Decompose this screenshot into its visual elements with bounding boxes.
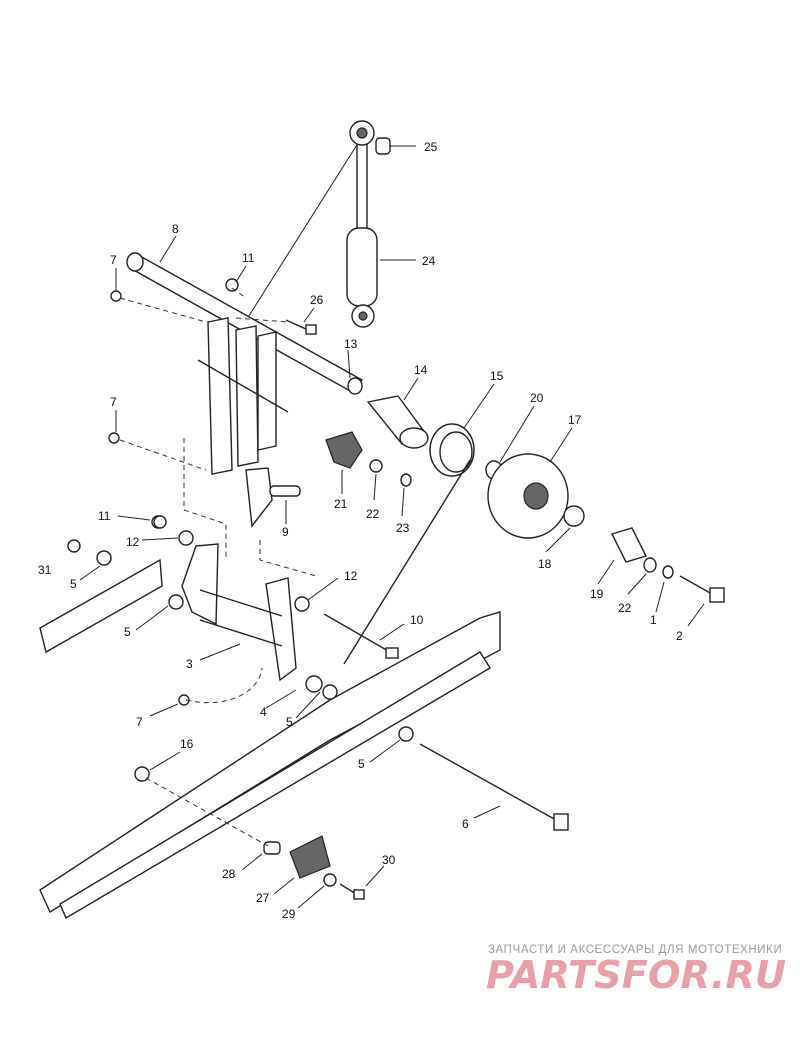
- bolt-26: [225, 278, 317, 335]
- callout-5c: 5: [286, 715, 293, 729]
- callout-25: 25: [424, 140, 438, 154]
- idler-assembly: [343, 395, 725, 665]
- callout-leaders: [79, 145, 705, 909]
- dashed-leaders: [119, 287, 317, 847]
- small-hardware: [108, 290, 412, 900]
- callout-8: 8: [172, 222, 179, 236]
- callout-21: 21: [334, 497, 348, 511]
- bracket-21: [325, 431, 363, 469]
- bolt-10: [323, 613, 399, 659]
- callout-5a: 5: [70, 577, 77, 591]
- callout-7a: 7: [110, 253, 117, 267]
- callout-9: 9: [282, 525, 289, 539]
- callout-28: 28: [222, 867, 236, 881]
- rear-mount-3: [181, 543, 323, 693]
- callout-29: 29: [282, 907, 296, 921]
- callout-5b: 5: [124, 625, 131, 639]
- swing-arm: [197, 317, 301, 528]
- callout-4: 4: [260, 705, 267, 719]
- callout-22a: 22: [366, 507, 380, 521]
- callout-24: 24: [422, 254, 436, 268]
- callout-5d: 5: [358, 757, 365, 771]
- callout-17: 17: [568, 413, 582, 427]
- callout-11a: 11: [242, 251, 255, 265]
- callout-6: 6: [462, 817, 469, 831]
- callout-20: 20: [530, 391, 544, 405]
- callout-18: 18: [538, 557, 552, 571]
- left-slide-rail: [39, 515, 194, 654]
- callout-11b: 11: [98, 509, 111, 523]
- callout-14: 14: [414, 363, 428, 377]
- exploded-view-drawing: [39, 120, 725, 920]
- watermark-logo: PARTSFOR.RU: [486, 953, 786, 996]
- callout-13: 13: [344, 337, 358, 351]
- right-slide-rail: [39, 611, 501, 920]
- cross-shaft-tube: [126, 252, 364, 395]
- callout-15: 15: [490, 369, 504, 383]
- callout-22b: 22: [618, 601, 632, 615]
- callout-23: 23: [396, 521, 410, 535]
- callout-27: 27: [256, 891, 270, 905]
- watermark-caption: ЗАПЧАСТИ И АКСЕССУАРЫ ДЛЯ МОТОТЕХНИКИ: [488, 944, 783, 956]
- callout-19: 19: [590, 587, 604, 601]
- callout-16: 16: [180, 737, 194, 751]
- callout-31: 31: [38, 563, 52, 577]
- callout-30: 30: [382, 853, 396, 867]
- callout-7b: 7: [110, 395, 117, 409]
- bolt-6: [419, 743, 569, 831]
- callout-1: 1: [650, 613, 657, 627]
- callout-12b: 12: [344, 569, 358, 583]
- callout-2: 2: [676, 629, 683, 643]
- callout-10: 10: [410, 613, 424, 627]
- shock-absorber: [239, 120, 391, 331]
- callout-7c: 7: [136, 715, 143, 729]
- callout-26: 26: [310, 293, 324, 307]
- callout-12a: 12: [126, 535, 140, 549]
- watermark-logo-text: PARTSFOR.RU: [486, 953, 786, 996]
- callout-3: 3: [186, 657, 193, 671]
